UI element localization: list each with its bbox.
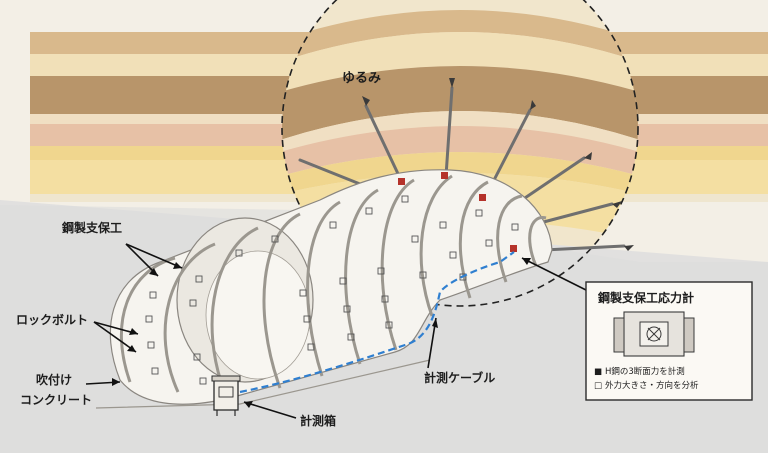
inset-legend-text-1: H鋼の3断面力を計測 (605, 366, 685, 377)
stress-gauge-inset (585, 281, 753, 401)
inset-title: 鋼製支保工応力計 (597, 290, 694, 305)
label-measurement-cable: 計測ケーブル (424, 370, 495, 385)
label-shotcrete-1: 吹付け (36, 372, 72, 387)
label-shotcrete-2: コンクリート (20, 393, 92, 407)
measurement-cable (239, 251, 515, 394)
label-measurement-box: 計測箱 (300, 413, 336, 428)
stress-gauge-sensors (398, 172, 517, 252)
rock-bolts (298, 86, 626, 252)
rock-bolt-heads (362, 78, 634, 251)
shotcrete-markers (145, 195, 519, 385)
measurement-box (211, 375, 241, 416)
inset-legend-text-2: 外力大きさ・方向を分析 (605, 380, 699, 391)
steel-support-ribs (120, 174, 547, 397)
label-rock-bolt: ロックボルト (16, 312, 88, 327)
inset-legend-marker-2: □ (594, 381, 602, 391)
loosening-zone-boundary (281, 0, 639, 307)
label-loosening: ゆるみ (342, 71, 381, 86)
label-steel-support: 鋼製支保工 (61, 220, 122, 235)
leader-arrowheads (112, 258, 531, 408)
inset-legend-marker-1: ■ (594, 367, 602, 377)
tunnel-floor (95, 359, 431, 409)
